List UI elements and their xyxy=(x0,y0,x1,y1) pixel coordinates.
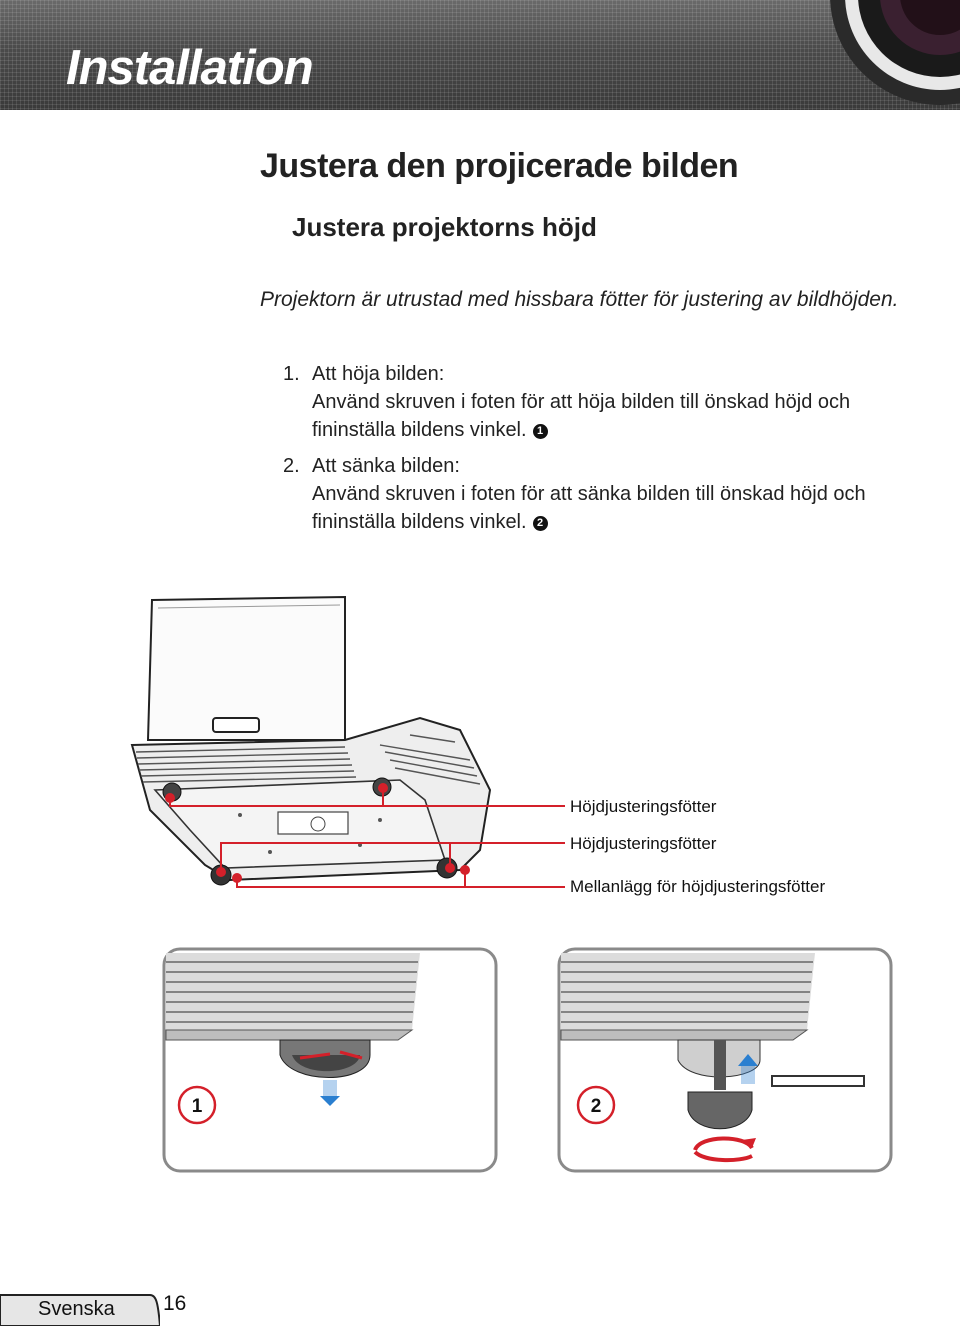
step-marker-badge: 1 xyxy=(532,424,548,439)
section-subtitle: Justera projektorns höjd xyxy=(292,212,597,242)
step-text-content: Använd skruven i foten för att höja bild… xyxy=(312,391,851,441)
step-raise: 1. Att höja bilden: Använd skruven i fote… xyxy=(283,360,903,444)
footer-language: Svenska xyxy=(38,1298,115,1320)
section-title: Justera den projicerade bilden xyxy=(260,147,739,185)
step-text: Använd skruven i foten för att sänka bil… xyxy=(283,480,903,536)
footer-tab xyxy=(0,1294,160,1326)
step-heading: Att höja bilden: xyxy=(312,363,445,385)
detail-panel-1 xyxy=(162,947,498,1173)
detail-panel-2 xyxy=(557,947,893,1173)
callout-lines xyxy=(165,783,565,888)
header-title: Installation xyxy=(66,41,314,95)
page-number: 16 xyxy=(163,1292,187,1315)
step-number: 1. xyxy=(283,363,300,385)
callout-label-shim: Mellanlägg för höjdjusteringsfötter xyxy=(570,877,826,896)
page-header: Installation xyxy=(0,0,960,110)
step-heading: Att sänka bilden: xyxy=(312,455,460,477)
projector-illustration xyxy=(130,595,492,886)
panel-1-marker: 1 xyxy=(192,1096,203,1117)
panel-2-marker: 2 xyxy=(591,1096,602,1117)
header-texture xyxy=(0,0,960,110)
intro-paragraph: Projektorn är utrustad med hissbara fött… xyxy=(260,288,899,311)
step-text-content: Använd skruven i foten för att sänka bil… xyxy=(312,483,866,533)
callout-label-feet-rear: Höjdjusteringsfötter xyxy=(570,797,717,816)
step-text: Använd skruven i foten för att höja bild… xyxy=(283,388,903,444)
lens-graphic xyxy=(830,0,960,105)
step-lower: 2. Att sänka bilden: Använd skruven i fot… xyxy=(283,452,903,536)
step-number: 2. xyxy=(283,455,300,477)
callout-label-feet-front: Höjdjusteringsfötter xyxy=(570,834,717,853)
step-marker-badge: 2 xyxy=(532,516,548,531)
